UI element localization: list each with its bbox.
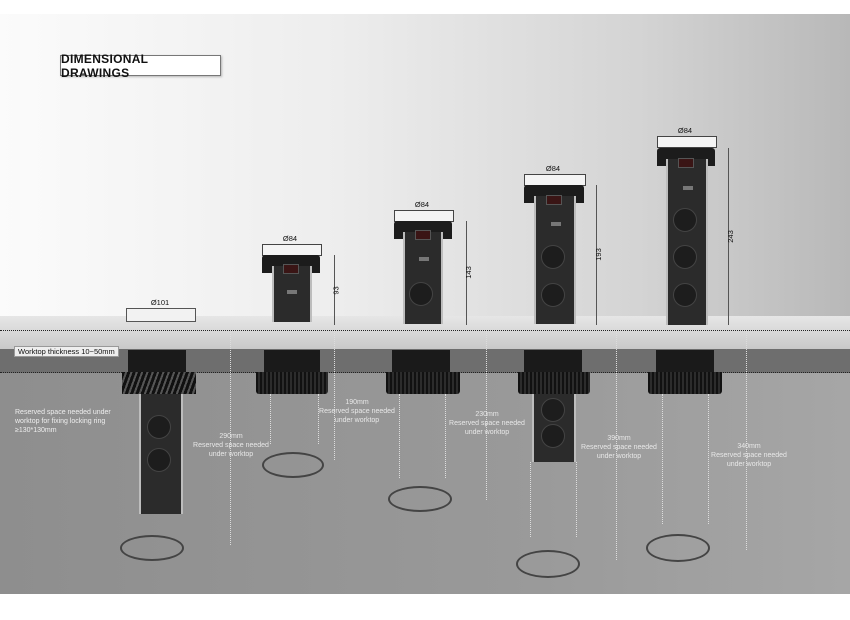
reserve-dim-line <box>486 330 487 500</box>
unit-4-cap-outline <box>657 136 717 148</box>
power-switch-icon <box>283 264 299 274</box>
unit-4-reserve-label: 340mm Reserved space needed under workto… <box>711 443 787 468</box>
unit-2-reserve-label: 230mm Reserved space needed under workto… <box>449 411 525 436</box>
usb-port-icon <box>683 186 693 190</box>
installed-ring <box>128 350 186 372</box>
socket-icon <box>541 283 565 307</box>
socket-icon <box>409 282 433 306</box>
unit-1-height-line <box>334 255 335 325</box>
unit-2-height-line <box>466 221 467 325</box>
unit-1-collar <box>256 372 328 394</box>
unit-2-collar <box>386 372 460 394</box>
locking-ring-reserve-note: Reserved space needed under worktop for … <box>15 409 111 434</box>
reserve-dim-line <box>576 462 577 537</box>
worktop-thickness-label: Worktop thickness 10~50mm <box>14 346 119 357</box>
unit-2-diameter-label: Ø84 <box>414 200 430 209</box>
unit-2-body <box>403 232 443 324</box>
unit-3-ring <box>524 350 582 372</box>
reserve-dim-line <box>230 330 231 545</box>
cable-icon <box>516 550 580 578</box>
socket-icon <box>541 424 565 448</box>
socket-icon <box>673 245 697 269</box>
unit-1-diameter-label: Ø84 <box>282 234 298 243</box>
unit-4-ring <box>656 350 714 372</box>
page-title: DIMENSIONAL DRAWINGS <box>60 52 221 80</box>
unit-4-collar <box>648 372 722 394</box>
socket-icon <box>541 245 565 269</box>
unit-2-ring <box>392 350 450 372</box>
usb-port-icon <box>551 222 561 226</box>
unit-1-body <box>272 266 312 322</box>
reserve-dim-line <box>708 394 709 524</box>
socket-icon <box>541 398 565 422</box>
usb-port-icon <box>287 290 297 294</box>
cable-icon <box>262 452 324 478</box>
cable-icon <box>646 534 710 562</box>
reserve-dim-line <box>445 394 446 478</box>
unit-1-height-label: 93 <box>331 286 341 295</box>
usb-port-icon <box>419 257 429 261</box>
power-switch-icon <box>415 230 431 240</box>
power-switch-icon <box>546 195 562 205</box>
unit-3-diameter-label: Ø84 <box>545 164 561 173</box>
installed-reserve-label: 290mm Reserved space needed under workto… <box>193 433 269 458</box>
unit-4-height-line <box>728 148 729 325</box>
unit-4-diameter-label: Ø84 <box>677 126 693 135</box>
reserve-dim-line <box>746 330 747 550</box>
cutout-diameter-label: Ø101 <box>150 298 170 307</box>
reserve-dim-line <box>616 330 617 560</box>
reserve-dim-line <box>662 394 663 524</box>
reserve-dim-line <box>270 394 271 444</box>
wireless-charger-icon <box>673 208 697 232</box>
unit-3-height-line <box>596 185 597 325</box>
worktop-top-line <box>0 330 850 331</box>
socket-icon <box>147 448 171 472</box>
installed-locking-ring <box>122 372 196 394</box>
unit-1-reserve-label: 190mm Reserved space needed under workto… <box>319 399 395 424</box>
unit-2-height-label: 143 <box>463 266 473 279</box>
unit-3-reserve-label: 390mm Reserved space needed under workto… <box>581 435 657 460</box>
unit-3-collar <box>518 372 590 394</box>
power-switch-icon <box>678 158 694 168</box>
socket-icon <box>147 415 171 439</box>
under-worktop-area <box>0 373 850 594</box>
reserve-dim-line <box>334 330 335 460</box>
cable-icon <box>388 486 452 512</box>
unit-1-ring <box>264 350 320 372</box>
cutout-outline <box>126 308 196 322</box>
cable-icon <box>120 535 184 561</box>
socket-icon <box>673 283 697 307</box>
reserve-dim-line <box>399 394 400 478</box>
unit-3-height-label: 193 <box>593 248 603 261</box>
unit-4-height-label: 243 <box>725 230 735 243</box>
reserve-dim-line <box>530 462 531 537</box>
reserve-dim-line <box>318 394 319 444</box>
